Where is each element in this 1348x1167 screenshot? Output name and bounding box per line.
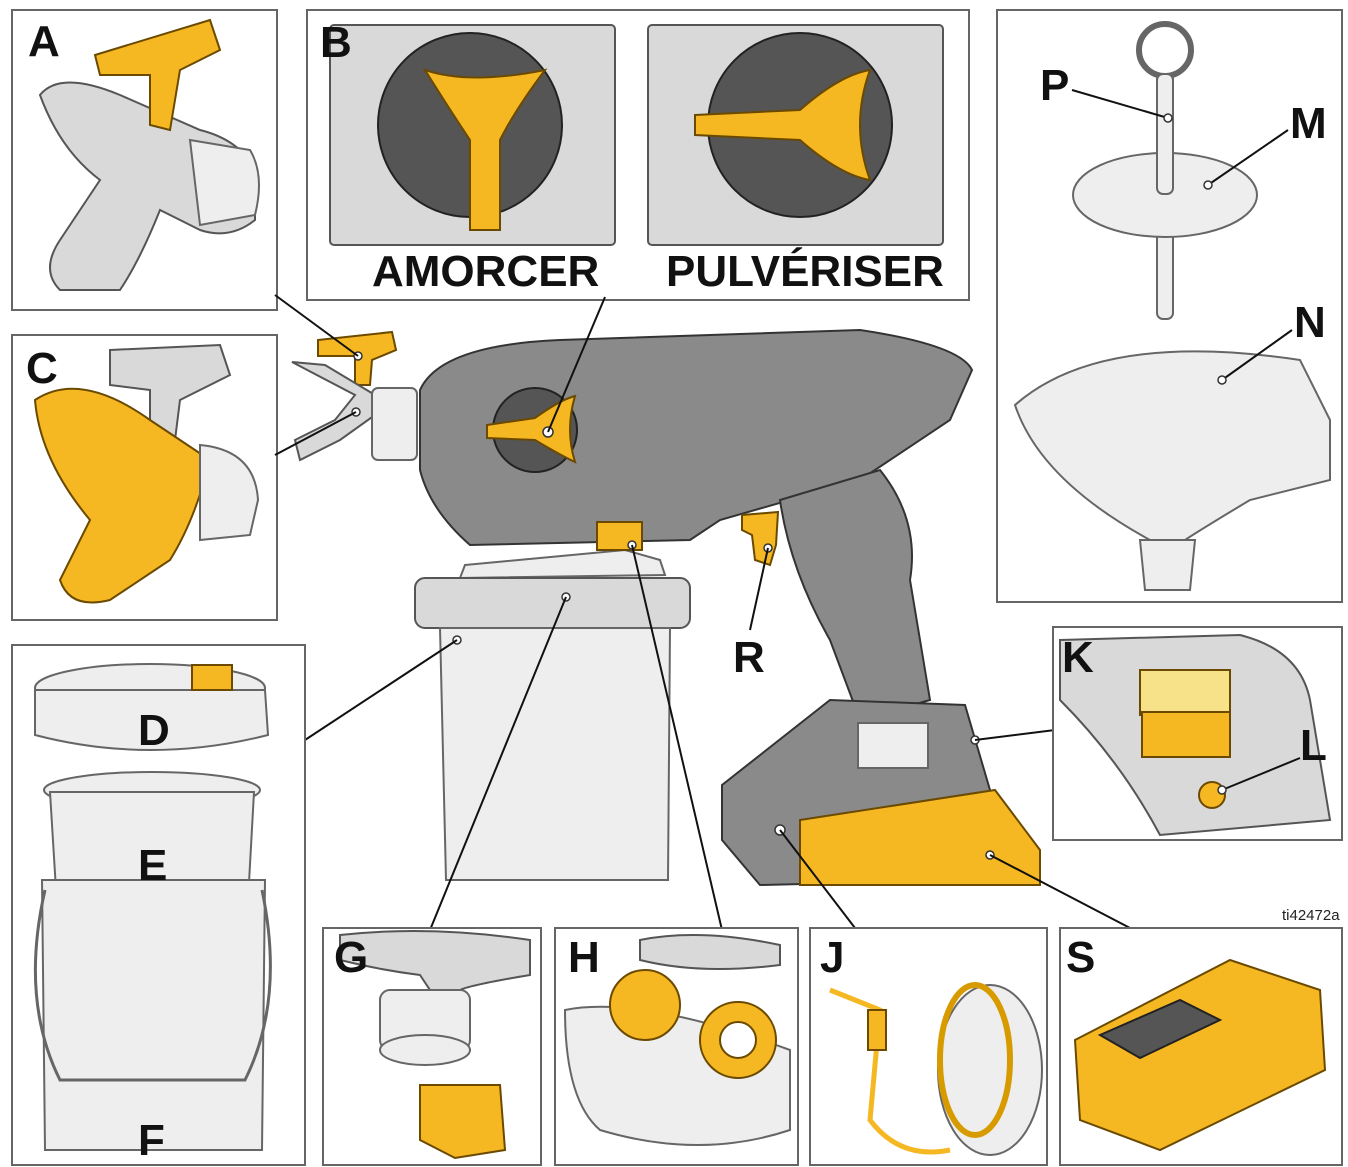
leader-c [274,411,357,456]
panel-b: B AMORCER PULVÉRISER [306,9,970,301]
leader-b [547,296,606,433]
cup-top [458,548,667,580]
cup-bottom-g [339,930,531,991]
label-h: H [568,933,600,982]
valve-handle-yellow [486,394,577,464]
prime-label: AMORCER [372,247,599,296]
valve-face-g [379,1034,471,1066]
battery-yellow [799,788,1041,886]
leader-g [429,596,567,931]
reel-cord [937,982,1013,1138]
lid-ring [34,689,270,751]
fuse-cap-knurl [1141,711,1231,758]
gun-body [419,328,974,547]
label-e: E [138,841,167,890]
guard-nut-shape [188,138,260,227]
panel-g: G [322,927,542,1166]
panel-kl: K L [1052,626,1343,841]
label-m: M [1290,99,1327,148]
label-p: P [1040,61,1069,110]
tip-guard-shape [38,81,256,291]
cup-f-body [40,879,267,1151]
guard-yellow [33,387,212,604]
leader-r [749,547,769,631]
panel-c: C [11,334,278,621]
label-d: D [138,706,170,755]
label-r: R [733,633,765,682]
battery-contacts [1097,998,1223,1060]
prime-handle-yellow [422,68,548,231]
dot-m [1203,180,1213,190]
funnel-body [1013,350,1331,541]
leader-k [974,729,1056,741]
leader-p [1071,89,1169,119]
label-k: K [1062,633,1094,682]
panel-h: H [554,927,799,1166]
nose-nut [371,387,418,461]
fuse-cap-top [1139,669,1231,716]
spray-tip-yellow [93,18,222,132]
sprayer-main: R ti42472a [274,294,1340,931]
label-a: A [28,17,60,66]
label-l: L [1300,721,1327,770]
label-j: J [820,933,844,982]
label-s: S [1066,933,1095,982]
leader-j [779,829,856,929]
leader-n [1221,329,1293,381]
leader-h [631,544,723,931]
leader-s [989,854,1131,929]
battery-pack-yellow [1073,958,1327,1152]
label-n: N [1294,298,1326,347]
label-g: G [334,933,368,982]
lid-ring-h [639,934,781,970]
leader-a [274,294,359,357]
tool-probe-yellow [867,1009,887,1051]
vent-hole [719,1021,757,1059]
dot-l [1217,785,1227,795]
dot-p [1163,113,1173,123]
grip [778,468,932,722]
nut-shape [199,443,260,542]
leader-m [1207,129,1289,186]
tool-cord [829,987,951,1155]
label-f: F [138,1116,165,1165]
stirrer-shaft-top [1156,73,1174,195]
spray-label: PULVÉRISER [666,246,944,296]
spray-handle-yellow [694,68,872,182]
panel-a: A [11,9,278,311]
panel-s: S [1059,927,1343,1166]
leader-l [1221,757,1301,791]
vent-cap-yellow-1 [609,969,681,1041]
dot-n [1217,375,1227,385]
panel-def: D E F [11,644,306,1166]
label-b: B [320,18,352,67]
panel-j: J [809,927,1048,1166]
valve-cap-yellow [419,1084,507,1160]
label-c: C [26,344,58,393]
funnel-spout [1138,539,1197,591]
cup-f-handle [33,889,272,1082]
leader-def [304,639,458,741]
figure-reference: ti42472a [1282,907,1340,924]
battery-window [857,722,929,769]
trigger-yellow [741,510,780,567]
panel-strainer-funnel: P M N [996,9,1343,603]
lid-cap-yellow [191,664,233,691]
cup-body [438,627,672,881]
